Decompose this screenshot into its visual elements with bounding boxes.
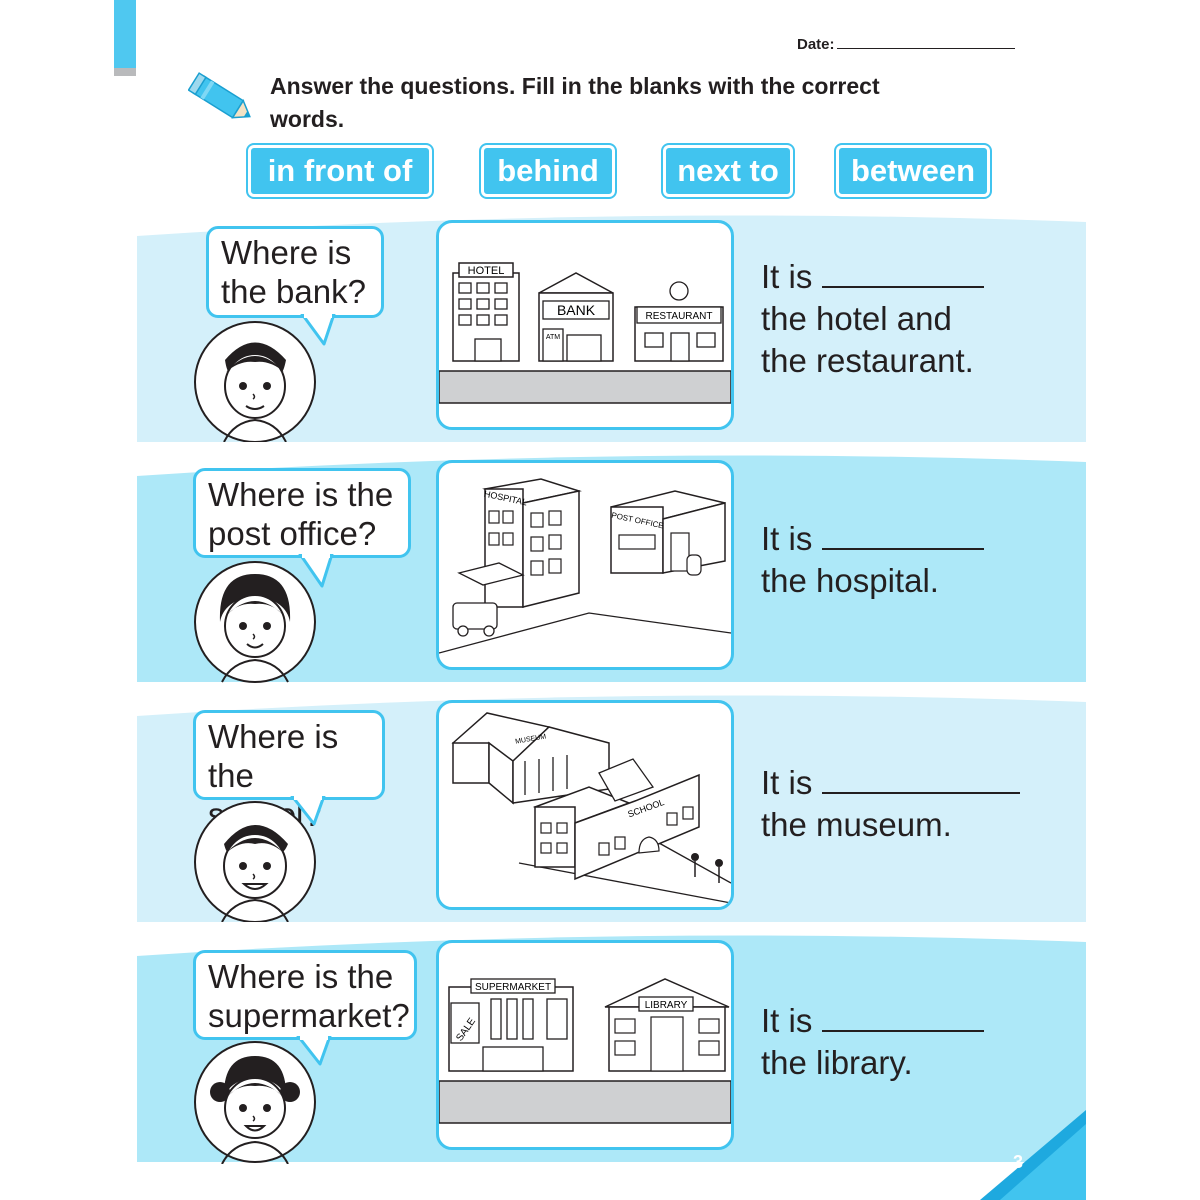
sign-bank: BANK xyxy=(557,302,596,318)
sign-library: LIBRARY xyxy=(645,1000,688,1011)
question-bubble-1: Where is the bank? xyxy=(206,226,384,318)
page-tab-shadow xyxy=(114,68,136,76)
bubble-tail-4 xyxy=(296,1036,332,1066)
question-bubble-4: Where is the supermarket? xyxy=(193,950,417,1040)
girl-avatar-icon xyxy=(194,1041,316,1164)
sign-atm: ATM xyxy=(546,334,560,341)
boy-avatar-icon xyxy=(194,801,316,922)
word-chip-between[interactable]: between xyxy=(836,145,990,197)
pencil-icon xyxy=(188,72,251,119)
answer-4-line-2: the library. xyxy=(761,1044,913,1081)
question-1-line-1: Where is xyxy=(221,234,352,271)
sign-supermarket: SUPERMARKET xyxy=(475,982,551,993)
question-bubble-2: Where is the post office? xyxy=(193,468,411,558)
bubble-tail-3 xyxy=(290,796,326,826)
instructions-text: Answer the questions. Fill in the blanks… xyxy=(270,73,880,132)
answer-4-blank[interactable] xyxy=(821,1000,984,1032)
answer-1-line-2: the hotel and xyxy=(761,300,952,337)
answer-2: It is the hospital. xyxy=(761,518,984,602)
word-chip-behind[interactable]: behind xyxy=(481,145,615,197)
question-4-line-2: supermarket? xyxy=(208,997,410,1034)
answer-3-line-2: the museum. xyxy=(761,806,952,843)
question-2-line-1: Where is the xyxy=(208,476,394,513)
question-1-line-2: the bank? xyxy=(221,273,366,310)
page-tab xyxy=(114,0,136,70)
scene-post-office: HOSPITAL POST OFFICE xyxy=(436,460,734,670)
answer-2-prefix: It is xyxy=(761,520,813,557)
answer-2-blank[interactable] xyxy=(821,518,984,550)
question-bubble-3: Where is the school? xyxy=(193,710,385,833)
date-field: Date: xyxy=(797,36,1015,53)
answer-3: It is the museum. xyxy=(761,762,1020,846)
question-4-line-1: Where is the xyxy=(208,958,394,995)
scene-school: MUSEUM SCHOOL xyxy=(436,700,734,910)
girl-avatar-icon xyxy=(194,561,316,683)
bubble-tail-1 xyxy=(300,314,336,346)
date-blank[interactable] xyxy=(836,48,1015,49)
answer-4: It is the library. xyxy=(761,1000,984,1084)
question-3-line-1: Where is xyxy=(208,718,339,755)
answer-1-blank[interactable] xyxy=(821,256,984,288)
answer-4-prefix: It is xyxy=(761,1002,813,1039)
sign-restaurant: RESTAURANT xyxy=(645,311,712,322)
scene-supermarket-street: SUPERMARKET SALE LIBRARY xyxy=(436,940,734,1150)
answer-3-blank[interactable] xyxy=(821,762,1020,794)
answer-3-prefix: It is xyxy=(761,764,813,801)
bubble-tail-2 xyxy=(298,554,334,588)
word-chip-in-front-of[interactable]: in front of xyxy=(248,145,432,197)
page-corner xyxy=(980,1110,1086,1200)
answer-2-line-2: the hospital. xyxy=(761,562,939,599)
answer-1-line-3: the restaurant. xyxy=(761,342,974,379)
date-label: Date: xyxy=(797,36,835,53)
sign-hotel: HOTEL xyxy=(468,265,505,277)
answer-1: It is the hotel and the restaurant. xyxy=(761,256,984,382)
boy-avatar-icon xyxy=(194,321,316,442)
question-2-line-2: post office? xyxy=(208,515,377,552)
answer-1-prefix: It is xyxy=(761,258,813,295)
page-number: 3 xyxy=(1013,1152,1024,1172)
word-chip-next-to[interactable]: next to xyxy=(663,145,793,197)
scene-bank-street: HOTEL BANK ATM RESTAURANT xyxy=(436,220,734,430)
